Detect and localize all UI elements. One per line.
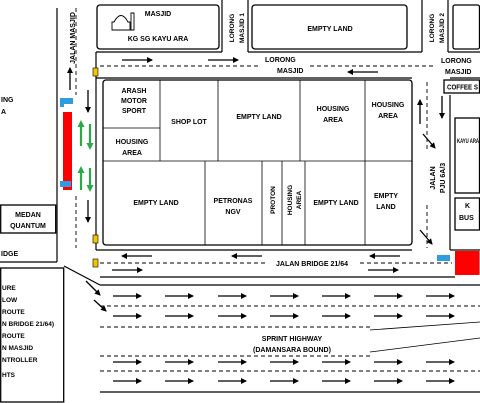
medan-quantum-label-line1: MEDAN bbox=[15, 212, 41, 219]
sprint-highway-label-line1: SPRINT HIGHWAY bbox=[262, 336, 323, 343]
lorong-masjid-2-label-line1: LORONG bbox=[429, 14, 436, 43]
lorong-masjid-2-label-line2: MASJID 2 bbox=[439, 13, 446, 43]
masjid-plot bbox=[96, 4, 220, 50]
coffee-shop-label: COFFEE S bbox=[447, 85, 478, 92]
mosque-icon bbox=[111, 12, 135, 31]
legend-item: URE bbox=[2, 285, 16, 292]
petronas-label-line1: PETRONAS bbox=[214, 198, 253, 205]
empty-land-3-label: EMPTY LAND bbox=[313, 200, 358, 207]
lorong-masjid-center-label-line1: LORONG bbox=[265, 57, 296, 64]
lorong-masjid-right-label-line1: LORONG bbox=[441, 58, 472, 65]
legend-item: HTS bbox=[2, 372, 16, 379]
place-labels: MASJID KG SG KAYU ARA EMPTY LAND ING A M… bbox=[1, 11, 479, 230]
housing-2-label-line2: AREA bbox=[323, 117, 343, 124]
legend-item: ROUTE bbox=[2, 309, 25, 316]
housing-3-label-line2: AREA bbox=[378, 113, 398, 120]
traffic-light-icon bbox=[92, 67, 99, 77]
plot-outlines bbox=[0, 4, 480, 403]
petronas-label-line2: NGV bbox=[225, 209, 241, 216]
housing-1-label-line2: AREA bbox=[122, 150, 142, 157]
legend-item: ROUTE bbox=[2, 333, 25, 340]
traffic-flow-arrows bbox=[67, 57, 455, 384]
lorong-masjid-right-label-line2: MASJID bbox=[445, 69, 471, 76]
jalan-pju-label-line1: JALAN bbox=[430, 166, 437, 189]
empty-land-4-label-line1: EMPTY bbox=[374, 193, 398, 200]
jalan-masjid-label: JALAN MASJID bbox=[70, 12, 77, 64]
blue-marker-icon bbox=[60, 98, 73, 107]
jalan-bridge-label: JALAN BRIDGE 21/64 bbox=[276, 261, 348, 268]
arash-label-line2: MOTOR bbox=[121, 98, 147, 105]
jalan-pju-label-line2: PJU 6A/3 bbox=[440, 163, 447, 193]
housing-left-partial-line2: A bbox=[1, 109, 6, 116]
main-block bbox=[102, 79, 413, 246]
legend-box bbox=[0, 267, 65, 403]
legend-item: N BRIDGE 21/64) bbox=[2, 321, 54, 328]
legend-item: LOW bbox=[2, 297, 18, 304]
highway-merge-line-1 bbox=[369, 321, 480, 331]
traffic-light-icon bbox=[92, 258, 99, 268]
road-labels: JALAN MASJID LORONG MASJID 1 LORONG MASJ… bbox=[1, 12, 472, 354]
shop-lot-label: SHOP LOT bbox=[171, 119, 207, 126]
housing-2-label-line1: HOUSING bbox=[317, 106, 350, 113]
masjid-label-line1: MASJID bbox=[145, 11, 171, 18]
right-red-zone bbox=[455, 251, 480, 275]
lorong-masjid-1-label-line2: MASJID 1 bbox=[239, 13, 246, 43]
traffic-light-icon bbox=[92, 234, 99, 244]
empty-land-4-label-line2: LAND bbox=[376, 204, 395, 211]
traffic-flow-arrow bbox=[85, 280, 101, 296]
proton-label: PROTON bbox=[270, 186, 277, 214]
housing-4-label-line1: HOUSING bbox=[287, 185, 294, 215]
bus-label-line2: BUS bbox=[459, 215, 474, 222]
traffic-flow-arrow bbox=[419, 229, 433, 245]
medan-quantum-label-line2: QUANTUM bbox=[10, 223, 46, 230]
arash-label-line1: ARASH bbox=[122, 88, 147, 95]
legend-item: NTROLLER bbox=[2, 357, 38, 364]
left-red-zone bbox=[63, 112, 72, 190]
empty-land-top-label: EMPTY LAND bbox=[307, 26, 352, 33]
empty-land-top-plot bbox=[251, 4, 408, 50]
blue-marker-icon bbox=[60, 181, 71, 187]
housing-left-partial-line1: ING bbox=[1, 97, 14, 104]
bridge-partial-label: IDGE bbox=[1, 251, 18, 258]
highway-merge-line-2 bbox=[369, 337, 480, 353]
housing-1-label-line1: HOUSING bbox=[116, 139, 149, 146]
slip-road-edge bbox=[63, 265, 101, 286]
housing-3-label-line1: HOUSING bbox=[372, 102, 405, 109]
traffic-flow-arrow bbox=[93, 299, 107, 312]
road-lines bbox=[56, 0, 480, 393]
masjid-label-line2: KG SG KAYU ARA bbox=[128, 36, 189, 43]
traffic-flow-arrow bbox=[422, 133, 436, 149]
empty-land-2-label: EMPTY LAND bbox=[133, 200, 178, 207]
medan-quantum-plot bbox=[0, 204, 57, 234]
kayu-ara-label: KAYU ARA bbox=[457, 138, 479, 145]
bus-label-line1: K bbox=[465, 203, 470, 210]
blue-marker-icon bbox=[437, 255, 450, 261]
empty-land-1-label: EMPTY LAND bbox=[236, 114, 281, 121]
lorong-masjid-1-label-line1: LORONG bbox=[229, 14, 236, 43]
legend-item: N MASJID bbox=[2, 345, 33, 352]
sprint-highway-label-line2: (DAMANSARA BOUND) bbox=[253, 347, 331, 354]
housing-4-label-line2: AREA bbox=[296, 190, 303, 209]
arash-label-line3: SPORT bbox=[122, 108, 147, 115]
legend: URE LOW ROUTE N BRIDGE 21/64) ROUTE N MA… bbox=[2, 285, 54, 379]
lorong-masjid-center-label-line2: MASJID bbox=[277, 68, 303, 75]
